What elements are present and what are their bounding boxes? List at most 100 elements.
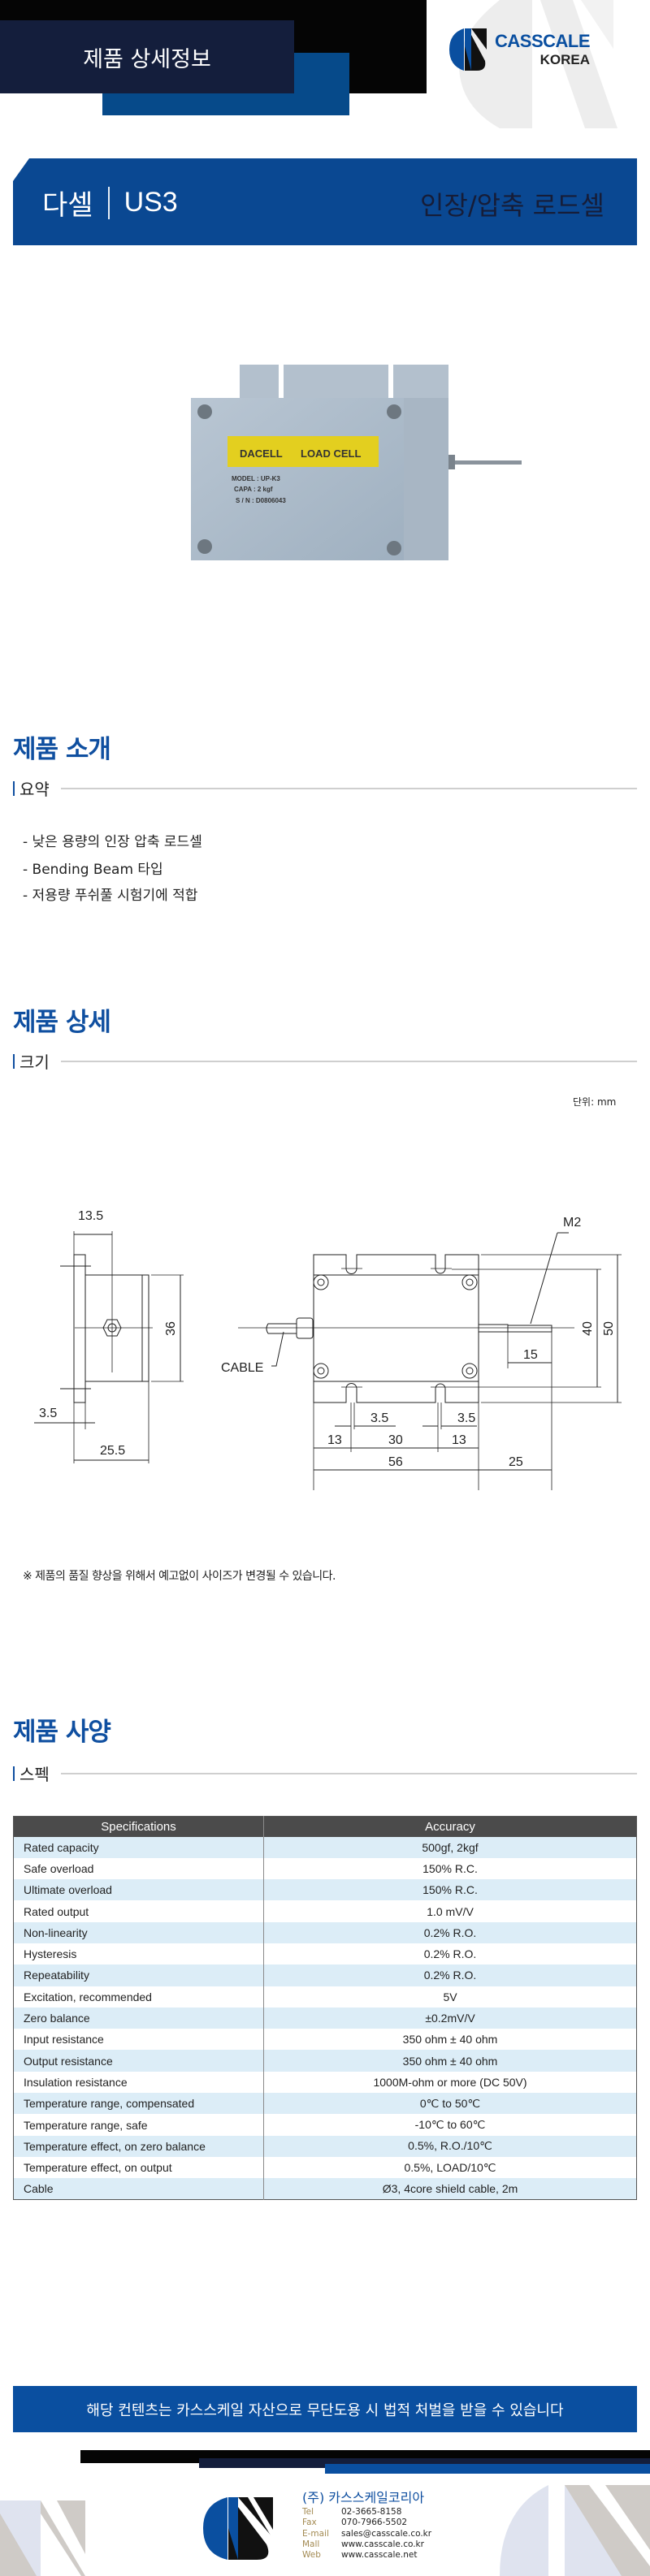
product-photo: DACELL LOAD CELL MODEL : UP-K3 CAPA : 2 … (191, 365, 522, 560)
unit-label: 단위: mm (573, 1096, 617, 1108)
spec-name: Temperature effect, on output (13, 2156, 264, 2179)
header-title-box: 제품 상세정보 (0, 20, 294, 93)
brand-logo[interactable]: CASSCALE KOREA (449, 28, 591, 71)
spec-value: 1.0 mV/V (263, 1900, 637, 1922)
spec-value: 5V (263, 1986, 637, 2008)
label-text: LOAD CELL (301, 447, 361, 460)
copyright-notice: 해당 컨텐츠는 카스스케일 자산으로 무단도용 시 법적 처벌을 받을 수 있습… (86, 2401, 564, 2419)
intro-subheader: 요약 (13, 776, 637, 800)
spec-value: 0℃ to 50℃ (263, 2093, 637, 2115)
footer-decoration-left (0, 2500, 85, 2576)
detail-subheader: 크기 (13, 1049, 637, 1073)
dim-15: 15 (523, 1348, 538, 1362)
dimension-drawing: 13.5 36 3.5 25.5 M2 CABLE 40 50 15 3.5 3… (34, 1209, 622, 1490)
side-view (34, 1231, 184, 1463)
m2-label: M2 (563, 1216, 581, 1230)
dim-30: 30 (388, 1433, 403, 1447)
logo-text: CASSCALE (495, 31, 591, 52)
footer-decoration-right (500, 2485, 650, 2576)
spec-value: 0.5%, R.O./10℃ (263, 2135, 637, 2157)
header-specifications: Specifications (13, 1816, 264, 1837)
spec-name: Temperature range, compensated (13, 2093, 264, 2115)
spec-value: 150% R.C. (263, 1879, 637, 1901)
dim-50: 50 (602, 1321, 616, 1336)
intro-bullet: - 저용량 푸쉬풀 시험기에 적합 (23, 888, 198, 904)
spec-name: Temperature range, safe (13, 2114, 264, 2136)
dim-56: 56 (388, 1455, 403, 1469)
logo-name: CASSCALE (495, 31, 591, 51)
size-change-note: ※ 제품의 품질 향상을 위해서 예고없이 사이즈가 변경될 수 있습니다. (23, 1570, 336, 1583)
spec-name: Rated output (13, 1900, 264, 1922)
dim-3-5-side: 3.5 (39, 1407, 57, 1420)
dim-25: 25 (509, 1455, 523, 1469)
footer-logo-icon (203, 2497, 273, 2560)
label-model: MODEL : UP-K3 (232, 475, 280, 482)
dim-13-right: 13 (452, 1433, 466, 1447)
divider (60, 1060, 637, 1062)
spec-value: 500gf, 2kgf (263, 1836, 637, 1858)
header-title: 제품 상세정보 (83, 46, 211, 72)
casscale-logo-icon (449, 28, 487, 71)
intro-title: 제품 소개 (13, 735, 111, 764)
spec-subtitle: 스펙 (20, 1765, 50, 1784)
product-title-bar (13, 158, 637, 245)
dim-40: 40 (581, 1321, 595, 1336)
table-row: Zero balance±0.2mV/V (13, 2007, 637, 2029)
spec-value: Ø3, 4core shield cable, 2m (263, 2178, 637, 2200)
brand-name: 다셀 (42, 189, 93, 222)
spec-value: 0.2% R.O. (263, 1921, 637, 1943)
spec-title: 제품 사양 (13, 1718, 111, 1747)
spec-name: Safe overload (13, 1857, 264, 1880)
spec-value: 150% R.C. (263, 1857, 637, 1880)
detail-title: 제품 상세 (13, 1008, 111, 1037)
contact-value[interactable]: www.casscale.net (341, 2550, 418, 2561)
contact-label: Mall (302, 2539, 320, 2549)
spec-subheader: 스펙 (13, 1761, 637, 1785)
spec-name: Ultimate overload (13, 1879, 264, 1901)
label-sn: S / N : D0806043 (236, 497, 286, 504)
spec-name: Output resistance (13, 2050, 264, 2072)
table-row: Temperature range, safe-10℃ to 60℃ (13, 2114, 637, 2136)
contact-value: 02-3665-8158 (341, 2507, 402, 2517)
logo-sub: KOREA (540, 52, 591, 67)
label-brand: DACELL (240, 447, 283, 460)
dim-25-5: 25.5 (100, 1444, 125, 1458)
spec-name: Excitation, recommended (13, 1986, 264, 2008)
detail-subtitle: 크기 (20, 1052, 50, 1072)
copyright-banner: 해당 컨텐츠는 카스스케일 자산으로 무단도용 시 법적 처벌을 받을 수 있습… (13, 2386, 637, 2432)
contact-label: E-mail (302, 2528, 329, 2539)
intro-subtitle: 요약 (20, 780, 50, 799)
spec-value: 0.2% R.O. (263, 1943, 637, 1965)
contact-value[interactable]: www.casscale.co.kr (341, 2539, 424, 2549)
dim-13-left: 13 (327, 1433, 342, 1447)
contact-label: Tel (302, 2507, 314, 2517)
company-name: (주) 카스스케일코리아 (302, 2490, 425, 2505)
dim-3-5-slot-left: 3.5 (370, 1411, 388, 1425)
contact-label: Fax (302, 2518, 317, 2528)
contact-value[interactable]: sales@casscale.co.kr (341, 2528, 432, 2539)
product-category: 인장/압축 로드셀 (419, 190, 604, 221)
subheader-bar (13, 780, 15, 796)
spec-value: 0.5%, LOAD/10℃ (263, 2156, 637, 2179)
divider (60, 787, 637, 789)
dim-13-5: 13.5 (78, 1209, 103, 1223)
spec-name: Repeatability (13, 1964, 264, 1986)
contact-row: E-mail sales@casscale.co.kr (302, 2529, 431, 2539)
divider (60, 1772, 637, 1774)
front-view (238, 1232, 622, 1490)
footer-blue-bar (325, 2464, 650, 2474)
spec-value: 0.2% R.O. (263, 1964, 637, 1986)
contact-label: Web (302, 2550, 321, 2561)
